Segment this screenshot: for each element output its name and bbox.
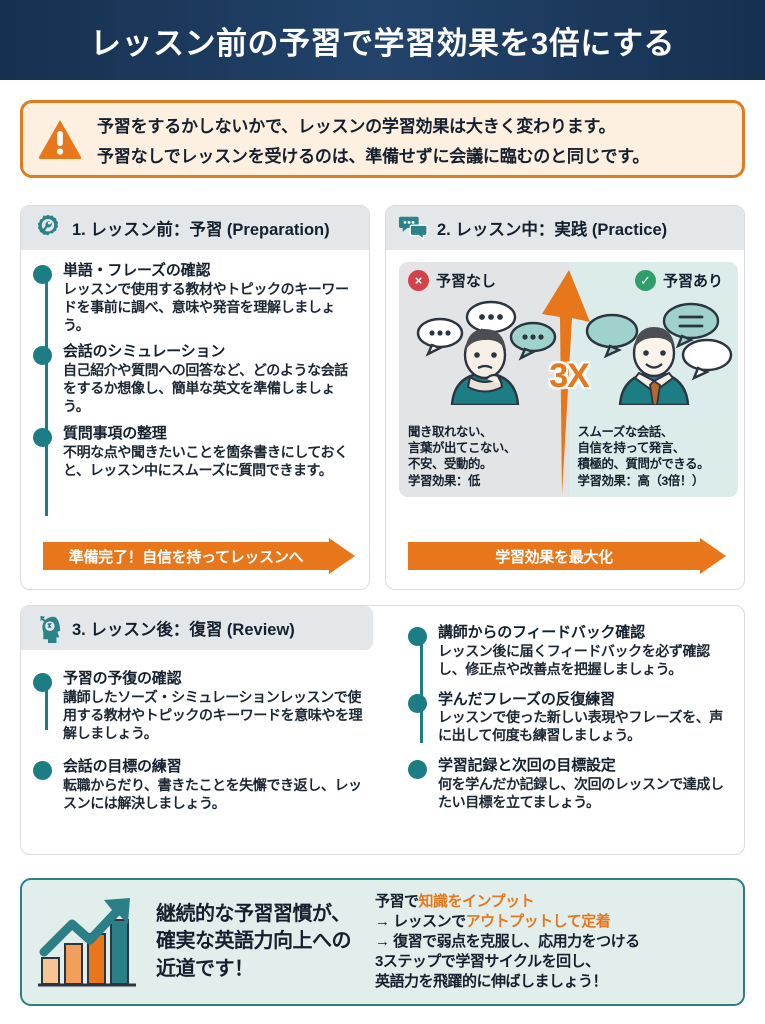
summary-steps-text: 予習で知識をインプット → レッスンでアウトプットして定着 → 復習で弱点を克服… [375,892,640,992]
alert-line-1: 予習をするかしないかで、レッスンの学習効果は大きく変わります。 [97,116,616,136]
step-title: 講師からのフィードバック確認 [438,624,645,641]
summary-line-2-highlight: アウトプットして定着 [465,913,611,931]
step-desc: レッスンで使用する教材やトピックのキーワードを事前に調べ、意味や発音を理解しまし… [63,280,349,333]
upward-growth-arrow-icon [542,270,590,495]
step-title: 質問事項の整理 [63,424,167,442]
head-brain-icon [40,615,61,643]
summary-line-2: → レッスンでアウトプットして定着 [375,912,640,932]
timeline-dot-icon [33,265,52,284]
warning-triangle-icon [38,120,82,159]
multiplier-label: 3X [549,357,590,395]
summary-line-2-plain: → レッスンで [375,913,466,931]
card-practice: 2. レッスン中：実践 (Practice) × 予習なし [385,205,745,590]
comparison-right-label: 予習あり [662,273,723,290]
page-title: レッスン前の予習で学習効果を3倍にする [89,25,676,61]
person-confident-icon [578,293,732,407]
step-desc: 何を学んだか記録し、次回のレッスンで達成したい目標を立てましょう。 [438,775,724,810]
alert-text-block: 予習をするかしないかで、レッスンの学習効果は大きく変わります。 予習なしでレッス… [97,112,649,167]
step-desc: 講師したソーズ・シミュレーションレッスンで使用する教材やトピックのキーワードを意… [63,688,363,741]
list-item: 学習記録と次回の目標設定 何を学んだか記録し、次回のレッスンで達成したい目標を立… [408,757,731,812]
step-title: 予習の予復の確認 [63,670,182,687]
alert-banner: 予習をするかしないかで、レッスンの学習効果は大きく変わります。 予習なしでレッス… [20,100,745,178]
comparison-left-text: 聞き取れない、 言葉が出てこない、 不安、受動的。 学習効果：低 [408,424,516,488]
page-title-bar: レッスン前の予習で学習効果を3倍にする [0,0,765,80]
preparation-cta-label: 準備完了！自信を持ってレッスンへ [68,548,304,566]
comparison-panel: × 予習なし [399,262,738,497]
card-review-title: 3. レッスン後：復習 (Review) [72,621,295,639]
step-desc: レッスンで使った新しい表現やフレーズを、声に出して何度も練習しましょう。 [438,709,723,744]
timeline-rail [45,680,48,731]
card-review: 3. レッスン後：復習 (Review) 予習の予復の確認 講師したソーズ・シミ… [20,605,745,855]
summary-headline: 継続的な予習習慣が、 確実な英語力向上への 近道です！ [156,902,352,980]
card-review-steps-left: 予習の予復の確認 講師したソーズ・シミュレーションレッスンで使用する教材やトピッ… [21,658,373,822]
list-item: 予習の予復の確認 講師したソーズ・シミュレーションレッスンで使用する教材やトピッ… [33,670,363,742]
timeline-dot-icon [408,627,427,646]
list-item: 講師からのフィードバック確認 レッスン後に届くフィードバックを必ず確認し、修正点… [408,624,731,679]
timeline-dot-icon [33,346,52,366]
step-desc: 転職からだり、書きたことを失懈でき返し、レッスンには解決しましょう。 [63,777,362,812]
timeline-dot-icon [33,427,52,447]
cross-icon: × [408,270,429,291]
comparison-left-label: 予習なし [436,273,497,290]
arrow-head-icon [700,538,726,574]
timeline-rail [45,274,48,516]
timeline-dot-icon [33,761,52,781]
summary-line-1-highlight: 知識をインプット [418,893,535,911]
card-preparation-steps: 単語・フレーズの確認 レッスンで使用する教材やトピックのキーワードを事前に調べ、… [21,250,369,538]
card-review-header: 3. レッスン後：復習 (Review) [21,606,373,650]
person-confused-icon [408,293,560,407]
summary-line-4: 3ステップで学習サイクルを回し、 [375,952,600,970]
summary-line-1-plain: 予習で [375,893,419,911]
check-icon: ✓ [634,270,656,291]
card-review-steps-right: 講師からのフィードバック確認 レッスン後に届くフィードバックを必ず確認し、修正点… [396,612,741,821]
comparison-right-text: スムーズな会話、 自信を持って発言、 積極的、質問ができる。 学習効果：高（3倍… [577,424,710,488]
list-item: 質問事項の整理 不明な点や聞きたいことを箇条書きにしておくと、レッスン中にスムー… [33,425,359,480]
summary-banner: 継続的な予習習慣が、 確実な英語力向上への 近道です！ 予習で知識をインプット … [20,878,745,1006]
timeline-dot-icon [408,693,427,713]
alert-line-2: 予習なしでレッスンを受けるのは、準備せずに会議に臨むのと同じです。 [97,146,650,166]
arrow-head-icon [329,538,355,574]
list-item: 会話の目標の練習 転職からだり、書きたことを失懈でき返し、レッスンには解決しまし… [33,758,363,813]
step-title: 会話の目標の練習 [63,758,182,776]
step-title: 会話のシミュレーション [63,343,226,361]
step-desc: 自己紹介や質問への回答など、どのような会話をするか想像し、簡単な英文を準備しまし… [63,362,348,415]
step-desc: レッスン後に届くフィードバックを必ず確認し、修正点や改善点を把握しましょう。 [438,642,710,677]
card-practice-header: 2. レッスン中：実践 (Practice) [386,206,744,250]
card-preparation-header: 1. レッスン前：予習 (Preparation) [21,206,369,250]
practice-cta-arrow: 学習効果を最大化 [408,538,726,574]
practice-cta-label: 学習効果を最大化 [495,548,613,566]
list-item: 会話のシミュレーション 自己紹介や質問への回答など、どのような会話をするか想像し… [33,343,359,415]
timeline-rail [420,632,423,743]
timeline-dot-icon [408,760,427,780]
preparation-cta-arrow: 準備完了！自信を持ってレッスンへ [43,538,355,574]
card-practice-title: 2. レッスン中：実践 (Practice) [437,221,668,239]
bar-chart-growth-icon [38,898,136,987]
step-desc: 不明な点や聞きたいことを箇条書きにしておくと、レッスン中にスムーズに質問できます… [63,443,348,478]
card-preparation: 1. レッスン前：予習 (Preparation) 単語・フレーズの確認 レッス… [20,205,370,590]
step-title: 単語・フレーズの確認 [63,262,211,279]
speech-bubbles-icon [398,216,428,241]
step-title: 学んだフレーズの反復練習 [438,690,615,708]
summary-line-3: → 復習で弱点を克服し、応用力をつける [375,933,640,951]
list-item: 単語・フレーズの確認 レッスンで使用する教材やトピックのキーワードを事前に調べ、… [33,262,359,334]
list-item: 学んだフレーズの反復練習 レッスンで使った新しい表現やフレーズを、声に出して何度… [408,691,731,746]
summary-line-1: 予習で知識をインプット [375,892,640,912]
summary-line-5: 英語力を飛躍的に伸ばしましょう！ [375,972,608,990]
step-title: 学習記録と次回の目標設定 [438,757,616,775]
comparison-without-prep: × 予習なし [399,262,569,497]
card-preparation-title: 1. レッスン前：予習 (Preparation) [72,221,330,239]
gear-wrench-icon [37,214,59,236]
timeline-dot-icon [33,673,52,692]
comparison-with-prep: ✓ 予習あり [568,262,738,497]
